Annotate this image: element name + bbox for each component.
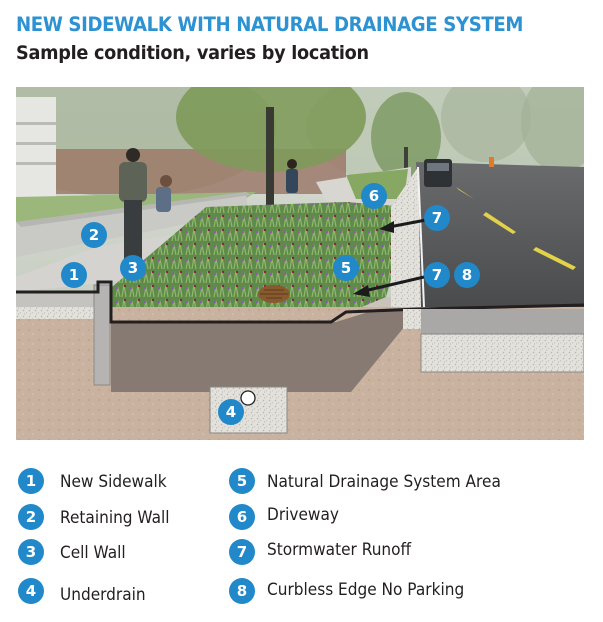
legend-number-badge: 2 bbox=[18, 504, 44, 530]
legend-label: Driveway bbox=[267, 504, 339, 524]
legend-number-badge: 4 bbox=[18, 578, 44, 604]
legend-number-badge: 3 bbox=[18, 539, 44, 565]
legend-number-badge: 1 bbox=[18, 468, 44, 494]
callout-badge-8: 8 bbox=[454, 262, 480, 288]
legend-item-new-sidewalk: 1 New Sidewalk bbox=[18, 468, 175, 494]
legend-label: Stormwater Runoff bbox=[267, 539, 412, 559]
cross-section-drawing bbox=[16, 87, 584, 440]
callout-badge-6: 6 bbox=[361, 183, 387, 209]
legend-label: Underdrain bbox=[60, 584, 146, 604]
callout-badge-7-lower: 7 bbox=[424, 262, 450, 288]
diagram-title: NEW SIDEWALK WITH NATURAL DRAINAGE SYSTE… bbox=[16, 13, 524, 36]
callout-badge-1: 1 bbox=[61, 262, 87, 288]
legend-number-badge: 7 bbox=[229, 539, 255, 565]
legend-item-stormwater-runoff: 7 Stormwater Runoff bbox=[229, 539, 422, 565]
legend-item-cell-wall: 3 Cell Wall bbox=[18, 539, 131, 565]
legend-label: Natural Drainage System Area bbox=[267, 471, 501, 491]
diagram-subtitle: Sample condition, varies by location bbox=[16, 42, 369, 64]
legend-number-badge: 8 bbox=[229, 578, 255, 604]
legend-label: Retaining Wall bbox=[60, 507, 170, 527]
legend-label: New Sidewalk bbox=[60, 471, 167, 491]
legend-item-driveway: 6 Driveway bbox=[229, 504, 344, 530]
callout-badge-7-upper: 7 bbox=[424, 205, 450, 231]
legend-number-badge: 6 bbox=[229, 504, 255, 530]
legend-item-curbless-edge: 8 Curbless Edge No Parking bbox=[229, 578, 479, 604]
legend-item-underdrain: 4 Underdrain bbox=[18, 578, 152, 604]
legend-number-badge: 5 bbox=[229, 468, 255, 494]
legend-label: Curbless Edge No Parking bbox=[267, 579, 465, 599]
legend-label: Cell Wall bbox=[60, 542, 126, 562]
callout-badge-4: 4 bbox=[218, 399, 244, 425]
callout-badge-2: 2 bbox=[81, 222, 107, 248]
legend-item-natural-drainage-area: 5 Natural Drainage System Area bbox=[229, 468, 518, 494]
legend: 1 New Sidewalk 2 Retaining Wall 3 Cell W… bbox=[18, 468, 588, 608]
callout-badge-5: 5 bbox=[333, 255, 359, 281]
legend-item-retaining-wall: 2 Retaining Wall bbox=[18, 504, 178, 530]
callout-badge-3: 3 bbox=[120, 255, 146, 281]
cross-section-illustration: 1 2 3 4 5 6 7 7 8 bbox=[16, 87, 584, 440]
